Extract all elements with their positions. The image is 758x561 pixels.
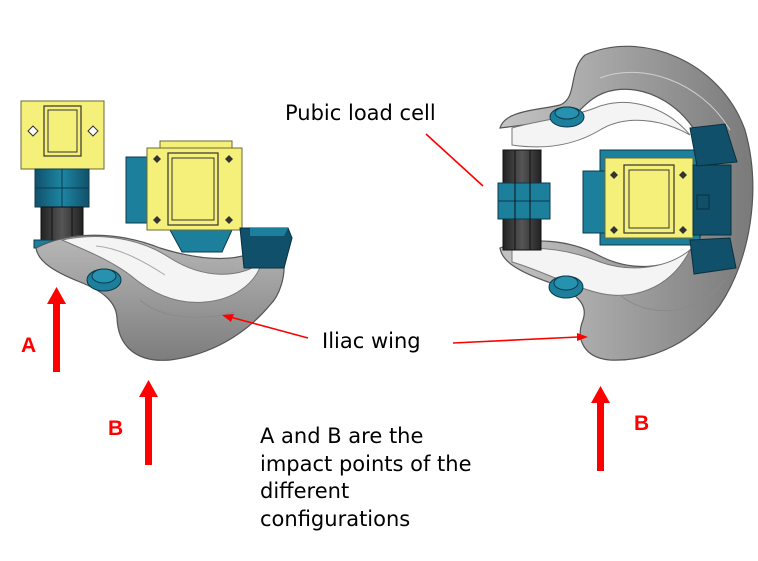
left-iliac-pointer <box>229 316 309 339</box>
left-iliac-bone <box>35 234 285 361</box>
impact-label-a: A <box>21 334 37 357</box>
right-center-load-cell <box>582 149 732 246</box>
right-bone-fasteners <box>548 106 585 299</box>
impact-label-b-left: B <box>108 417 124 440</box>
right-iliac-pointer-head <box>577 333 588 341</box>
right-pubic-load-cell <box>497 149 551 251</box>
impact-arrows <box>47 287 610 471</box>
right-iliac-pointer <box>452 336 579 344</box>
impact-arrow-b-right <box>591 386 610 471</box>
right-configuration <box>497 45 754 361</box>
right-end-blocks <box>689 123 738 275</box>
left-configuration <box>20 100 293 361</box>
impact-arrow-b-left <box>139 380 158 465</box>
impact-label-b-right: B <box>634 412 650 435</box>
pubic-load-cell-pointer <box>425 133 484 187</box>
pointer-lines <box>222 133 588 344</box>
iliac-wing-label: Iliac wing <box>322 329 421 353</box>
left-blue-connector <box>34 168 90 208</box>
left-bone-fastener <box>86 268 122 292</box>
left-top-load-cell <box>20 100 105 170</box>
pubic-load-cell-label: Pubic load cell <box>285 101 436 125</box>
impact-points-note: A and B are the impact points of the dif… <box>260 424 472 531</box>
left-iliac-pointer-head <box>222 314 234 322</box>
left-end-block <box>239 227 293 269</box>
left-side-load-cell <box>125 140 243 253</box>
impact-arrow-a <box>47 287 66 372</box>
